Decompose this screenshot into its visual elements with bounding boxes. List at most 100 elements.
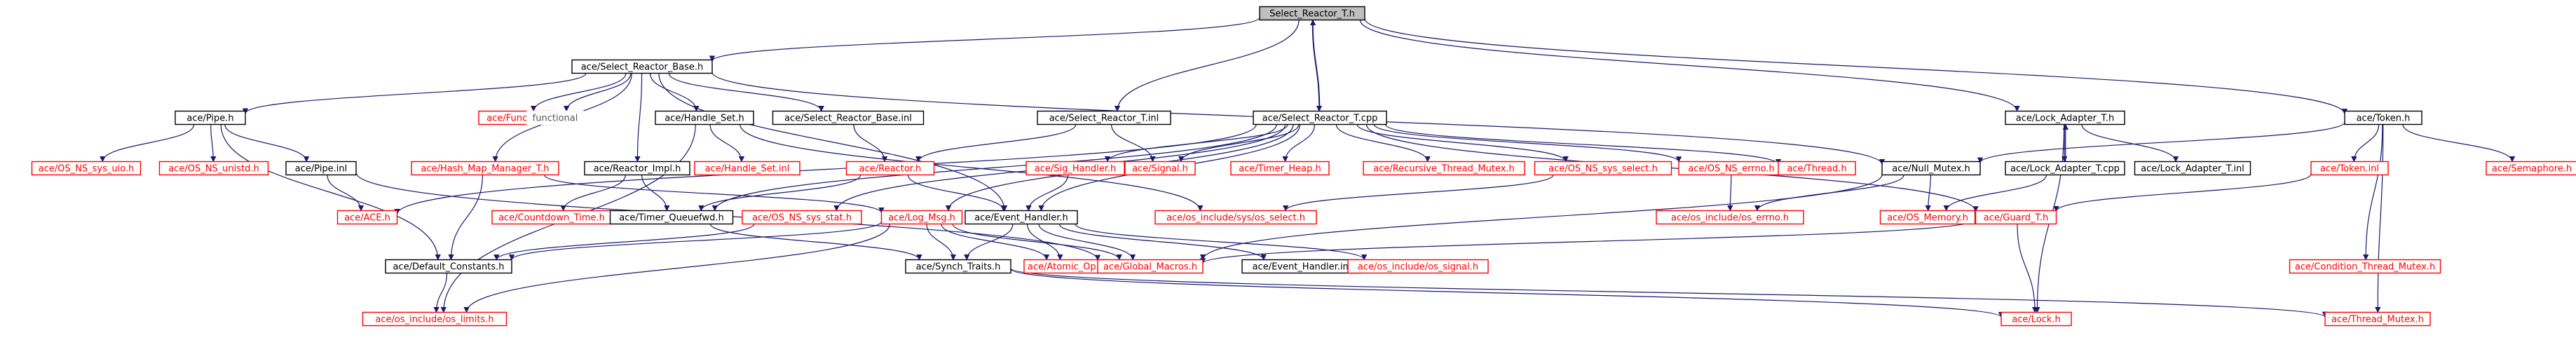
node-label: ace/Atomic_Op.h <box>1028 262 1105 273</box>
node-label: ace/Token.inl <box>2320 164 2379 175</box>
edge-srb-to-pipe <box>242 73 587 114</box>
node-ace-os-ns-errno-h: ace/OS_NS_errno.h <box>1678 161 1785 176</box>
node-ace-token-h[interactable]: ace/Token.h <box>2344 110 2422 125</box>
node-ace-reactor-impl-h[interactable]: ace/Reactor_Impl.h <box>584 161 690 176</box>
edge-pipe-to-def_const <box>220 124 441 261</box>
edge-handle_set-to-osi_sys_select <box>740 124 1204 212</box>
node-box <box>1881 161 1981 176</box>
node-ace-os-include-sys-os-select-h: ace/os_include/sys/os_select.h <box>1154 210 1317 225</box>
node-box <box>655 110 754 125</box>
node-label: ace/Timer_Queuefwd.h <box>619 213 723 224</box>
edge-sig_handler-to-event_handler <box>1025 175 1069 212</box>
node-ace-pipe-h[interactable]: ace/Pipe.h <box>175 110 246 125</box>
node-ace-pipe-inl[interactable]: ace/Pipe.inl <box>285 161 357 176</box>
node-label: ace/os_include/os_limits.h <box>375 315 493 325</box>
node-box <box>175 110 246 125</box>
node-label: ace/Pipe.h <box>186 114 233 124</box>
node-box <box>905 259 1011 274</box>
node-ace-lock-adapter-t-inl[interactable]: ace/Lock_Adapter_T.inl <box>2134 161 2251 176</box>
edge-token-to-token_inl <box>2351 124 2380 163</box>
edge-token-to-null_mutex <box>1977 121 2345 164</box>
edge-srb-to-functor <box>531 73 627 112</box>
edge-srb-to-reactor_impl <box>634 73 643 163</box>
node-ace-timer-queuefwd-h[interactable]: ace/Timer_Queuefwd.h <box>609 210 734 225</box>
node-ace-default-constants-h[interactable]: ace/Default_Constants.h <box>385 259 512 274</box>
node-box <box>1154 210 1317 225</box>
node-functional: functional <box>526 110 584 125</box>
node-ace-synch-traits-h[interactable]: ace/Synch_Traits.h <box>905 259 1011 274</box>
edge-os_errno-to-osi_errno <box>1727 175 1733 212</box>
edge-reactor_impl-to-tq_fwd <box>641 175 670 212</box>
node-box <box>1975 210 2057 225</box>
edge-event_handler-to-osi_signal <box>1075 224 1368 261</box>
edge-srb-to-srb_inl <box>668 73 824 112</box>
node-label: ace/Log_Msg.h <box>888 213 955 224</box>
node-box <box>1253 110 1387 125</box>
node-label: ace/OS_NS_sys_select.h <box>1548 164 1658 175</box>
node-box <box>2001 311 2072 327</box>
node-label: ace/Recursive_Thread_Mutex.h <box>1373 164 1515 175</box>
edge-srb_inl-to-reactor <box>853 124 888 163</box>
node-box <box>1534 161 1672 176</box>
node-ace-lock-adapter-t-cpp[interactable]: ace/Lock_Adapter_T.cpp <box>2005 161 2125 176</box>
node-box <box>526 110 584 125</box>
node-ace-os-ns-sys-uio-h: ace/OS_NS_sys_uio.h <box>31 161 142 176</box>
node-ace-select-reactor-base-inl[interactable]: ace/Select_Reactor_Base.inl <box>772 110 925 125</box>
edge-root-to-lat <box>1359 20 2020 112</box>
node-box <box>845 161 935 176</box>
node-ace-lock-adapter-t-h[interactable]: ace/Lock_Adapter_T.h <box>2005 110 2125 125</box>
edge-null_mutex-to-os_memory <box>1925 175 1931 212</box>
edge-guard-to-lock <box>2017 224 2038 313</box>
node-box <box>336 210 398 225</box>
node-select-reactor-t-h: Select_Reactor_T.h <box>1259 6 1365 21</box>
node-ace-select-reactor-base-h[interactable]: ace/Select_Reactor_Base.h <box>571 59 713 74</box>
edge-pipe_inl-to-ace_h <box>327 175 364 212</box>
node-ace-select-reactor-t-cpp[interactable]: ace/Select_Reactor_T.cpp <box>1253 110 1387 125</box>
node-box <box>2005 161 2125 176</box>
node-label: ace/Select_Reactor_T.inl <box>1049 114 1159 124</box>
node-ace-null-mutex-h[interactable]: ace/Null_Mutex.h <box>1881 161 1981 176</box>
node-ace-event-handler-h[interactable]: ace/Event_Handler.h <box>965 210 1078 225</box>
edge-hmm-to-log_msg <box>543 175 885 214</box>
node-ace-ace-h: ace/ACE.h <box>336 210 398 225</box>
node-ace-os-memory-h: ace/OS_Memory.h <box>1879 210 1976 225</box>
node-label: ace/Lock_Adapter_T.inl <box>2141 164 2244 175</box>
node-box <box>1037 110 1171 125</box>
node-ace-handle-set-h[interactable]: ace/Handle_Set.h <box>655 110 754 125</box>
edge-srb-to-functional <box>563 73 632 112</box>
edge-pipe-to-os_unistd <box>210 124 217 163</box>
node-ace-reactor-h: ace/Reactor.h <box>845 161 935 176</box>
node-ace-event-handler-inl[interactable]: ace/Event_Handler.inl <box>1241 259 1362 274</box>
node-ace-select-reactor-t-inl[interactable]: ace/Select_Reactor_T.inl <box>1037 110 1171 125</box>
node-label: ace/Condition_Thread_Mutex.h <box>2295 262 2435 273</box>
edge-root-to-srt_cpp <box>1311 20 1323 112</box>
node-box <box>772 110 925 125</box>
node-box <box>1363 161 1525 176</box>
node-box <box>965 210 1078 225</box>
node-label: ace/Thread.h <box>1787 164 1846 175</box>
node-ace-hash-map-manager-t-h: ace/Hash_Map_Manager_T.h <box>411 161 559 176</box>
edge-guard-to-global_macros <box>1200 219 1977 264</box>
node-label: ace/Default_Constants.h <box>393 262 504 273</box>
node-label: ace/Handle_Set.inl <box>705 164 790 175</box>
node-ace-handle-set-inl: ace/Handle_Set.inl <box>694 161 800 176</box>
node-ace-lock-h: ace/Lock.h <box>2001 311 2072 327</box>
node-ace-semaphore-h: ace/Semaphore.h <box>2486 161 2576 176</box>
edge-reactor-to-event_handler <box>907 175 1007 212</box>
node-label: ace/os_include/sys/os_select.h <box>1166 213 1305 224</box>
node-box <box>2289 259 2441 274</box>
node-label: ace/Lock_Adapter_T.h <box>2016 114 2114 124</box>
edge-os_sys_select-to-osi_sys_select <box>1283 175 1554 212</box>
node-label: ace/Select_Reactor_T.cpp <box>1262 114 1378 124</box>
edge-log_msg-to-synch_traits <box>926 224 957 261</box>
node-ace-os-ns-unistd-h: ace/OS_NS_unistd.h <box>158 161 269 176</box>
node-box <box>1259 6 1365 21</box>
node-ace-thread-mutex-h: ace/Thread_Mutex.h <box>2324 311 2431 327</box>
node-box <box>2310 161 2389 176</box>
edge-event_handler-to-atomic_op <box>1027 224 1063 261</box>
node-ace-os-include-os-signal-h: ace/os_include/os_signal.h <box>1347 259 1489 274</box>
node-label: ace/os_include/os_signal.h <box>1358 262 1478 273</box>
node-ace-signal-h: ace/Signal.h <box>1124 161 1196 176</box>
node-ace-os-ns-sys-select-h: ace/OS_NS_sys_select.h <box>1534 161 1672 176</box>
node-box <box>609 210 734 225</box>
